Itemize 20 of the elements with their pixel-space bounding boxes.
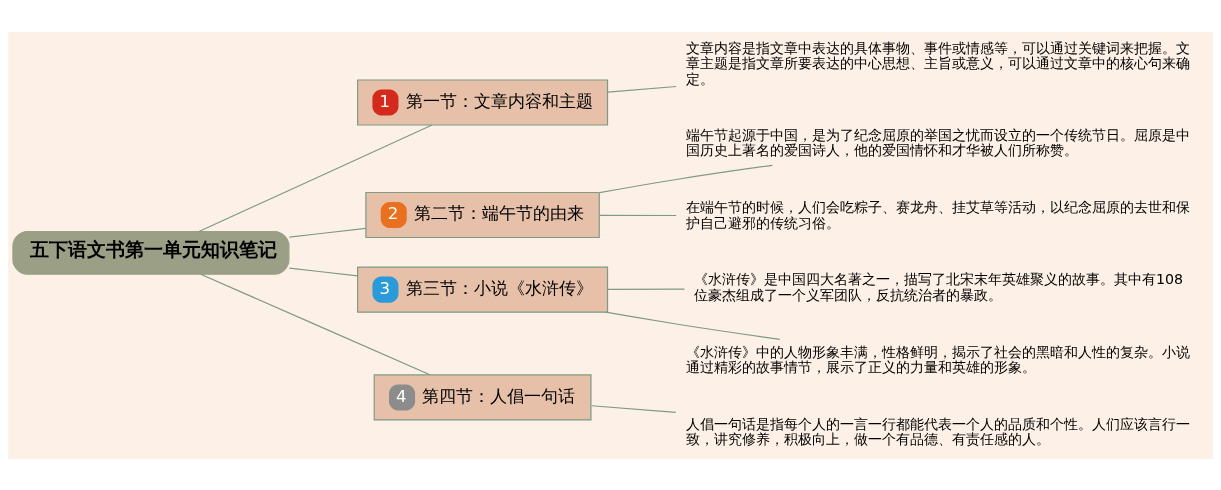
node-text: 文章内容是指文章中表达的具体事物、事件或情感等，可以通过关键词来把握。文章主题是指文章所要表达的中心思想、主旨或意义，可以通过文章中的核心句来确定。 <box>685 39 1190 87</box>
node-text: 端午节起源于中国，是为了纪念屈原的举国之忧而设立的一个传统节日。屈原是中国历史上著名的爱国诗人，他的爱国情怀和才华被人们所称赞。 <box>685 126 1190 158</box>
connector <box>607 85 677 93</box>
node-box: 1 第一节：文章内容和主题 <box>357 78 609 126</box>
node-text: 人倡一句话是指每个人的一言一行都能代表一个人的品质和个性。人们应该言行一致，讲究修养，积极向上，做一个有品德、有责任感的人。 <box>685 415 1190 447</box>
connector <box>599 164 773 193</box>
connector <box>288 227 367 238</box>
connector <box>599 214 677 216</box>
node-box: 3 第三节：小说《水浒传》 <box>357 266 609 313</box>
node-box: 五下语文书第一单元知识笔记 <box>12 230 290 275</box>
node-text: 《水浒传》中的人物形象丰满，性格鲜明，揭示了社会的黑暗和人性的复杂。小说通过精彩的故事情节，展示了正义的力量和英雄的形象。 <box>685 343 1190 375</box>
connector <box>590 404 677 413</box>
node-box: 2 第二节：端午节的由来 <box>365 191 600 238</box>
node-text: 《水浒传》是中国四大名著之一，描写了北宋末年英雄聚义的故事。其中有108位豪杰组成了一个义军团队，反抗统治者的暴政。 <box>694 270 1184 303</box>
connector <box>605 311 781 340</box>
node-box: 4 第四节：人倡一句话 <box>373 373 592 420</box>
connector <box>288 267 359 276</box>
connector <box>198 123 433 232</box>
connector <box>607 288 685 290</box>
node-text: 在端午节的时候，人们会吃粽子、赛龙舟、挂艾草等活动，以纪念屈原的去世和保护自己避邪的传统习俗。 <box>685 198 1190 231</box>
